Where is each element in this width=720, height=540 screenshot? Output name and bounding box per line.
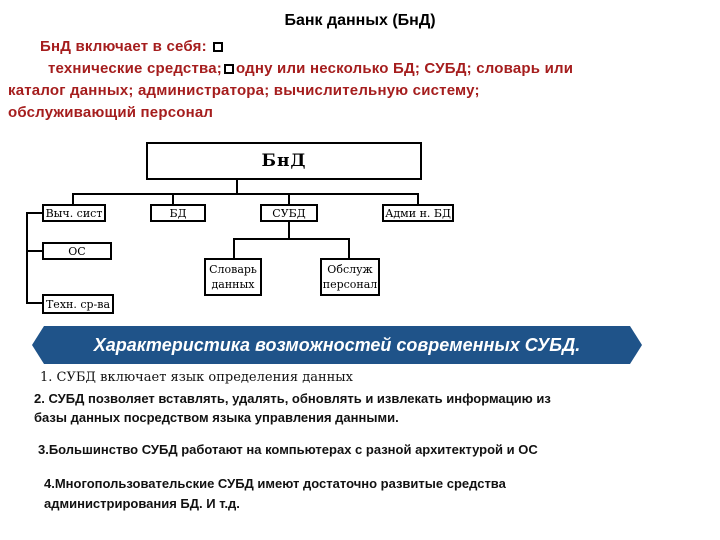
node-bd: БД [150, 204, 206, 222]
checkbox-bullet-icon [223, 64, 234, 74]
connector-root-down [236, 180, 238, 194]
node-subd: СУБД [260, 204, 318, 222]
connector-left-tech [26, 302, 44, 304]
connector-subd-bus [233, 238, 350, 240]
item-4-line-1: 4.Многопользовательские СУБД имеют доста… [44, 476, 506, 491]
node-vych-sist: Выч. сист [42, 204, 106, 222]
checkbox-bullet-icon [213, 42, 224, 52]
section-banner-title: Характеристика возможностей современных … [93, 335, 581, 355]
intro-text-2a: технические средства; [48, 60, 222, 77]
connector-to-slovar [233, 238, 235, 260]
connector-left-os [26, 250, 44, 252]
intro-text-2b: одну или несколько БД; СУБД; словарь или [235, 60, 574, 77]
intro-line-2: технические средства; одну или несколько … [48, 58, 573, 80]
item-2-line-1: 2. СУБД позволяет вставлять, удалять, об… [34, 391, 551, 406]
connector-left-vertical [26, 212, 28, 304]
connector-to-subd [288, 193, 290, 205]
node-slovar-dannykh: Словарь данных [204, 258, 262, 296]
node-os: ОС [42, 242, 112, 260]
connector-left-vych [26, 212, 44, 214]
connector-to-admin [417, 193, 419, 205]
connector-subd-down [288, 221, 290, 239]
intro-line-4: обслуживающий персонал [8, 104, 214, 121]
connector-to-obsluzh [348, 238, 350, 260]
section-banner [32, 326, 642, 364]
connector-to-bd [172, 193, 174, 205]
node-tekhn-sredstva: Техн. ср-ва [42, 294, 114, 314]
node-admin-bd: Адми н. БД [382, 204, 454, 222]
page-title: Банк данных (БнД) [284, 12, 436, 29]
intro-line-3: каталог данных; администратора; вычислит… [8, 82, 480, 99]
item-1: 1. СУБД включает язык определения данных [40, 370, 353, 385]
root-node-bnd: БнД [146, 142, 422, 180]
intro-line-1: БнД включает в себя: [40, 36, 225, 58]
item-4-line-2: администрирования БД. И т.д. [44, 496, 240, 511]
connector-top-bus [72, 193, 419, 195]
node-obsluzh-personal: Обслуж персонал [320, 258, 380, 296]
item-3: 3.Большинство СУБД работают на компьютер… [38, 442, 538, 457]
intro-text-1: БнД включает в себя: [40, 38, 207, 55]
item-2-line-2: базы данных посредством языка управления… [34, 410, 399, 425]
connector-to-vych [72, 193, 74, 205]
